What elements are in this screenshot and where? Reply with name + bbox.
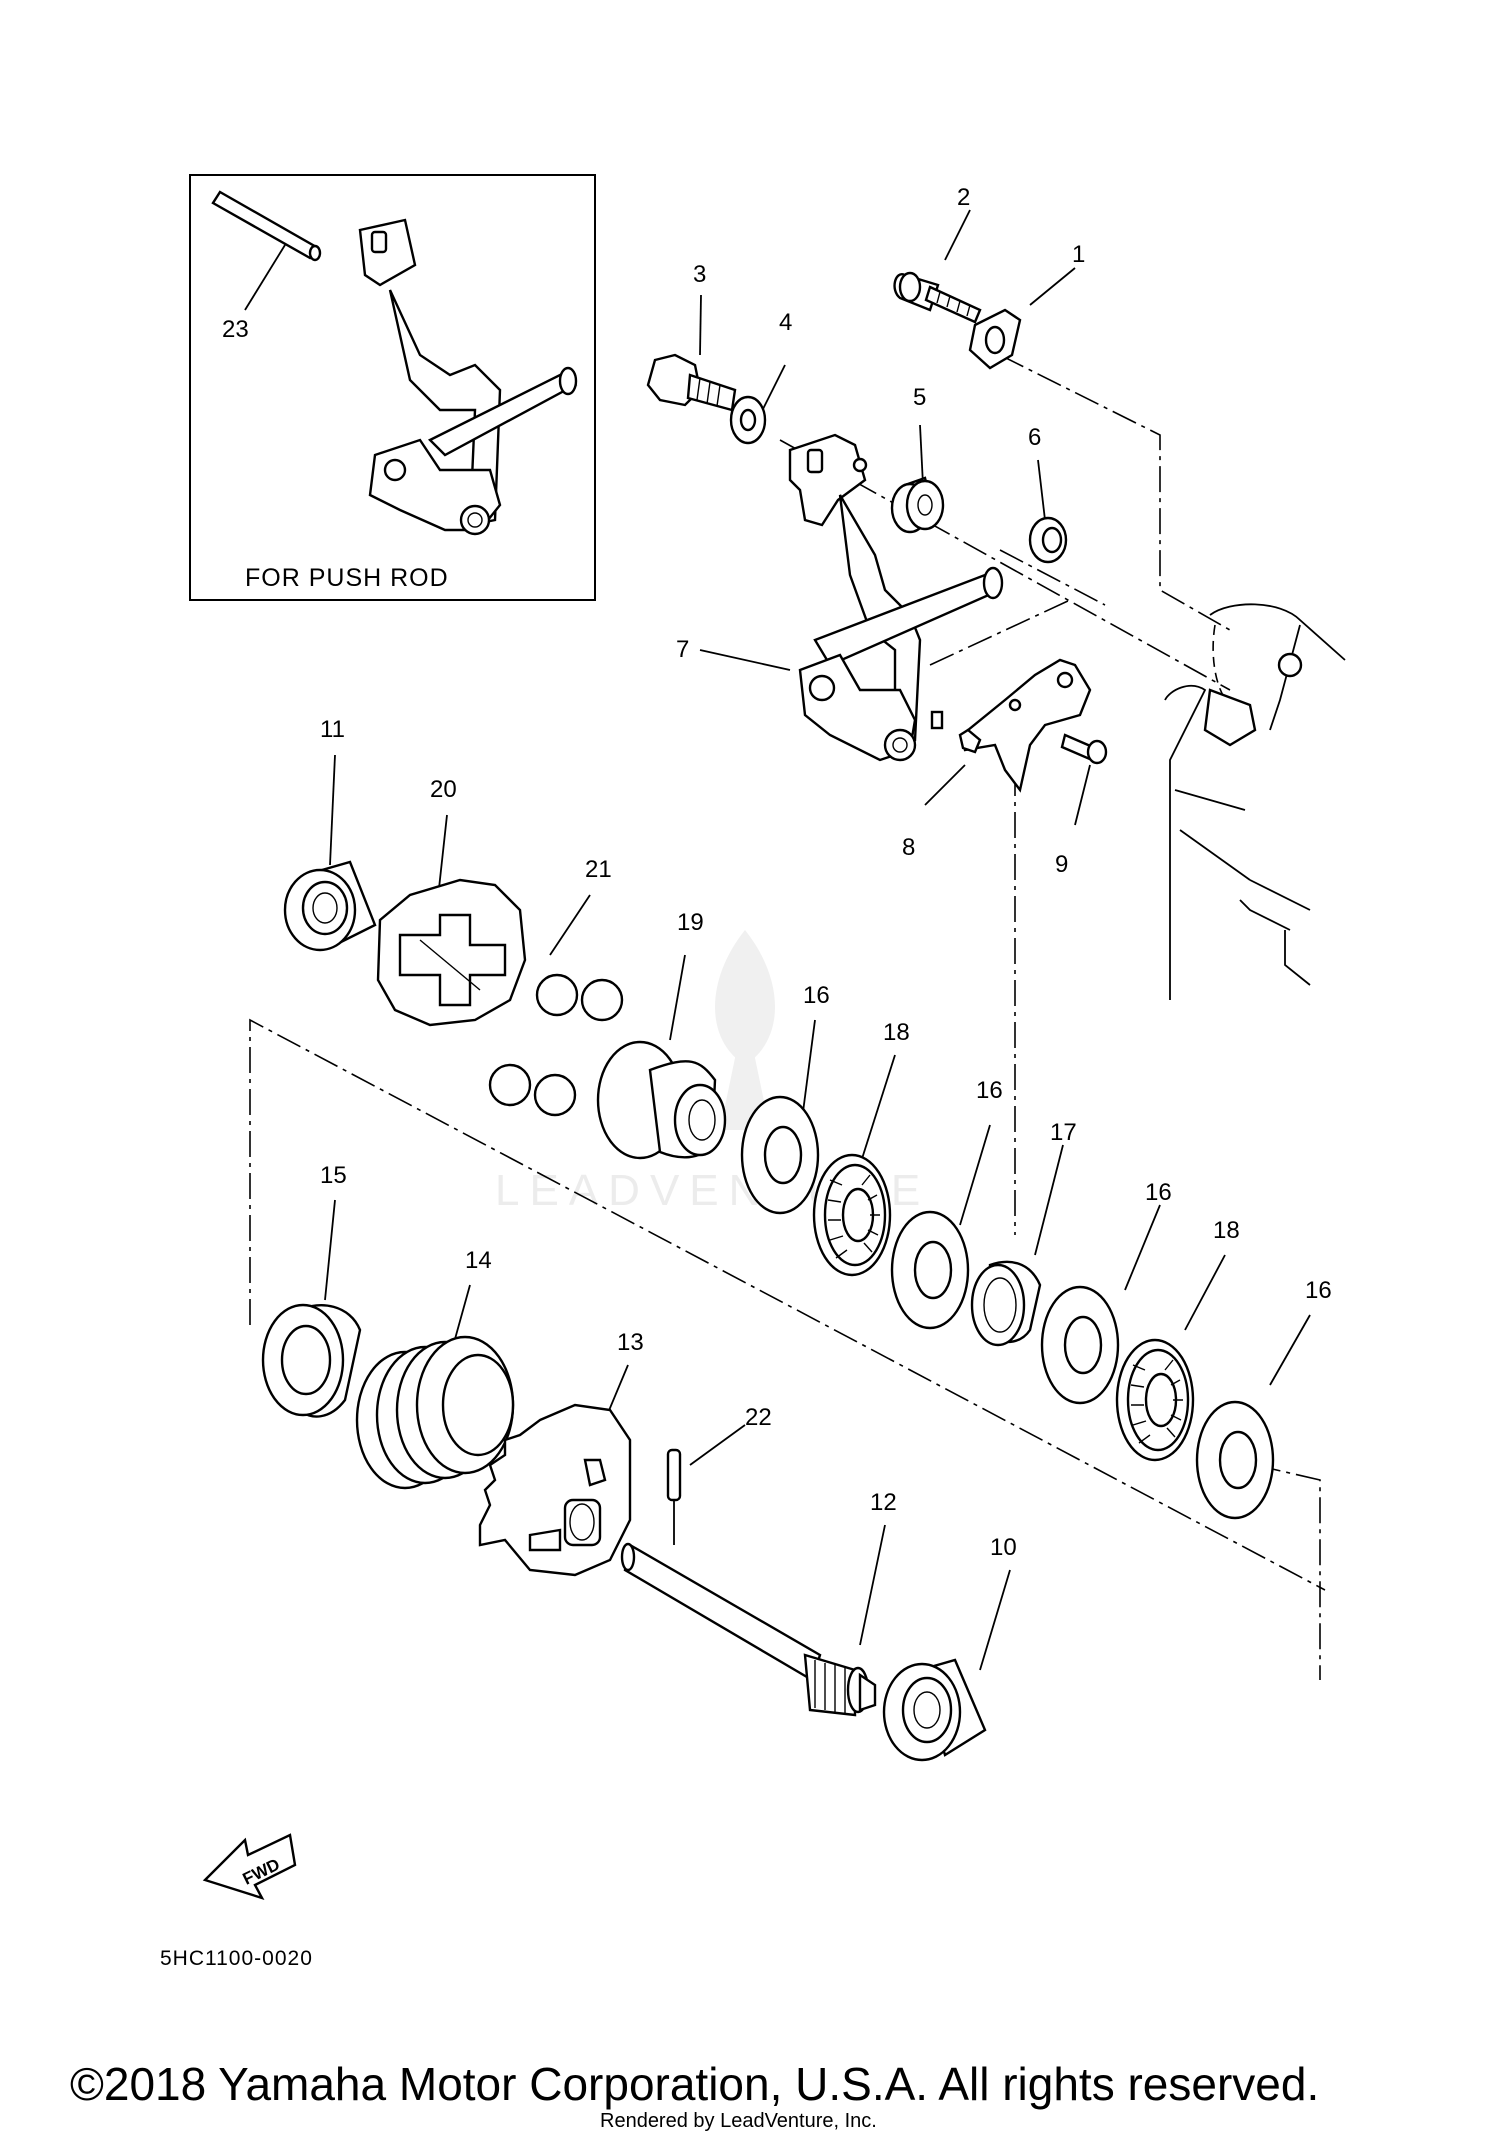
callout-16-d: 16 xyxy=(1305,1277,1332,1304)
callout-21: 21 xyxy=(585,856,612,883)
copyright-notice: ©2018 Yamaha Motor Corporation, U.S.A. A… xyxy=(70,2058,1319,2110)
part-10-bearing xyxy=(882,1658,987,1762)
part-12-kick-shaft xyxy=(620,1542,877,1717)
part-callouts: 2 1 3 4 5 6 7 8 9 11 20 21 19 16 18 16 1… xyxy=(222,184,1332,1561)
part-16-washer-b xyxy=(890,1210,970,1330)
push-rod-inset: FOR PUSH ROD xyxy=(189,174,596,601)
rendered-by-notice: Rendered by LeadVenture, Inc. xyxy=(600,2110,877,2132)
part-3-flange-bolt xyxy=(646,353,737,412)
part-16-washer-c xyxy=(1040,1285,1120,1405)
callout-19: 19 xyxy=(677,909,704,936)
callout-18-a: 18 xyxy=(883,1019,910,1046)
inset-shaft-lever xyxy=(358,218,578,536)
callout-4: 4 xyxy=(779,309,792,336)
callout-8: 8 xyxy=(902,834,915,861)
engine-case-outline xyxy=(1164,603,1346,1000)
part-5-collar xyxy=(890,476,945,534)
part-16-washer-d xyxy=(1195,1400,1275,1520)
part-2-bolt xyxy=(893,271,982,324)
callout-7: 7 xyxy=(676,636,689,663)
callout-22: 22 xyxy=(745,1404,772,1431)
part-7-push-lever-shaft xyxy=(788,433,1004,762)
part-15-oil-seal xyxy=(261,1303,362,1418)
callout-15: 15 xyxy=(320,1162,347,1189)
callout-14: 14 xyxy=(465,1247,492,1274)
callout-17: 17 xyxy=(1050,1119,1077,1146)
callout-20: 20 xyxy=(430,776,457,803)
callout-12: 12 xyxy=(870,1489,897,1516)
callout-10: 10 xyxy=(990,1534,1017,1561)
part-13-kick-gear xyxy=(478,1403,632,1577)
callout-5: 5 xyxy=(913,384,926,411)
callout-11: 11 xyxy=(320,716,345,743)
part-23-push-rod xyxy=(211,190,322,262)
callout-16-a: 16 xyxy=(803,982,830,1009)
leader-lines xyxy=(244,209,1311,1671)
part-20-ratchet-guide xyxy=(376,878,527,1027)
part-9-screw xyxy=(1060,733,1108,765)
part-8-bracket xyxy=(958,658,1092,793)
part-11-bearing xyxy=(283,860,377,952)
part-17-collar xyxy=(970,1260,1042,1347)
part-19-collar xyxy=(596,1040,727,1160)
callout-13: 13 xyxy=(617,1329,644,1356)
part-22-pin xyxy=(666,1448,682,1545)
part-21-balls xyxy=(488,973,624,1117)
callout-23: 23 xyxy=(222,316,249,343)
callout-16-b: 16 xyxy=(976,1077,1003,1104)
fwd-arrow-icon: FWD xyxy=(202,1833,297,1901)
callout-1: 1 xyxy=(1072,241,1085,268)
part-18-bearing-a xyxy=(812,1153,892,1277)
part-18-bearing-b xyxy=(1115,1338,1195,1462)
inset-title: FOR PUSH ROD xyxy=(245,564,449,592)
callout-2: 2 xyxy=(957,184,970,211)
callout-18-b: 18 xyxy=(1213,1217,1240,1244)
callout-16-c: 16 xyxy=(1145,1179,1172,1206)
part-1-lock-washer xyxy=(968,308,1022,370)
callout-9: 9 xyxy=(1055,851,1068,878)
callout-6: 6 xyxy=(1028,424,1041,451)
diagram-code: 5HC1100-0020 xyxy=(160,1947,313,1970)
part-16-washer-a xyxy=(740,1095,820,1215)
part-6-oil-seal xyxy=(1028,516,1068,564)
callout-3: 3 xyxy=(693,261,706,288)
part-4-washer xyxy=(729,395,767,445)
part-14-spring xyxy=(355,1335,515,1490)
